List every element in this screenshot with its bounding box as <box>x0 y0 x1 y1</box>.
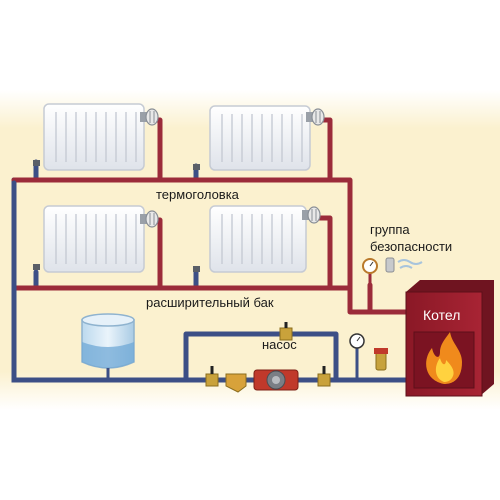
label-expansion-tank: расширительный бак <box>146 295 274 310</box>
radiator-icon <box>43 205 145 273</box>
pressure-gauge-icon <box>362 258 378 274</box>
valve-icon <box>317 366 331 387</box>
boiler <box>405 280 494 397</box>
expansion-tank-icon <box>81 313 135 380</box>
valve-icon <box>279 322 293 341</box>
radiator-icon <box>43 103 145 171</box>
thermostatic-head-icon <box>302 206 321 224</box>
valve-icon <box>205 366 219 387</box>
radiator-icon <box>209 105 311 171</box>
air-vent-icon <box>374 348 388 371</box>
air-vent-icon <box>385 257 423 273</box>
pump-bypass <box>183 331 339 383</box>
label-pump: насос <box>262 337 297 352</box>
thermostatic-head-icon <box>140 210 159 228</box>
label-thermo-head: термоголовка <box>156 187 240 202</box>
radiator-bottom-left <box>43 205 159 273</box>
radiator-bottom-right <box>209 205 321 273</box>
label-safety-group-line2: безопасности <box>370 239 452 254</box>
thermostatic-head-icon <box>140 108 159 126</box>
thermostatic-head-icon <box>306 108 325 126</box>
flame-icon <box>426 332 462 384</box>
radiator-top-left <box>43 103 159 171</box>
label-safety-group-line1: группа <box>370 222 410 237</box>
pump-assembly <box>205 322 331 393</box>
filter-icon <box>225 373 247 393</box>
safety-group <box>362 257 423 285</box>
label-boiler: Котел <box>423 307 460 323</box>
pressure-gauge-icon <box>349 333 365 380</box>
circulation-pump-icon <box>253 369 299 391</box>
radiator-top-right <box>209 105 325 171</box>
radiator-valves <box>33 160 200 272</box>
